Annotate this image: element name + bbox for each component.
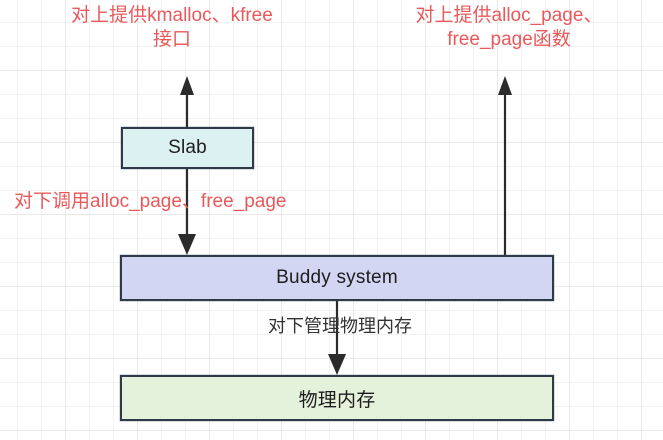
- arrow-slab-up: [180, 76, 194, 127]
- arrow-buddy-up: [498, 76, 512, 255]
- node-physical-memory-label: 物理内存: [298, 389, 376, 411]
- annotation-slab-downward: 对下调用alloc_page、free_page: [14, 191, 287, 212]
- node-slab[interactable]: Slab: [121, 127, 254, 169]
- annotation-buddy-upward: 对上提供alloc_page、 free_page函数: [415, 5, 603, 51]
- annotation-slab-upward: 对上提供kmalloc、kfree 接口: [71, 5, 273, 51]
- annotation-buddy-downward: 对下管理物理内存: [268, 316, 412, 336]
- node-buddy-system-label: Buddy system: [276, 267, 398, 288]
- node-physical-memory[interactable]: 物理内存: [120, 375, 554, 421]
- node-buddy-system[interactable]: Buddy system: [120, 255, 554, 301]
- node-slab-label: Slab: [168, 137, 207, 158]
